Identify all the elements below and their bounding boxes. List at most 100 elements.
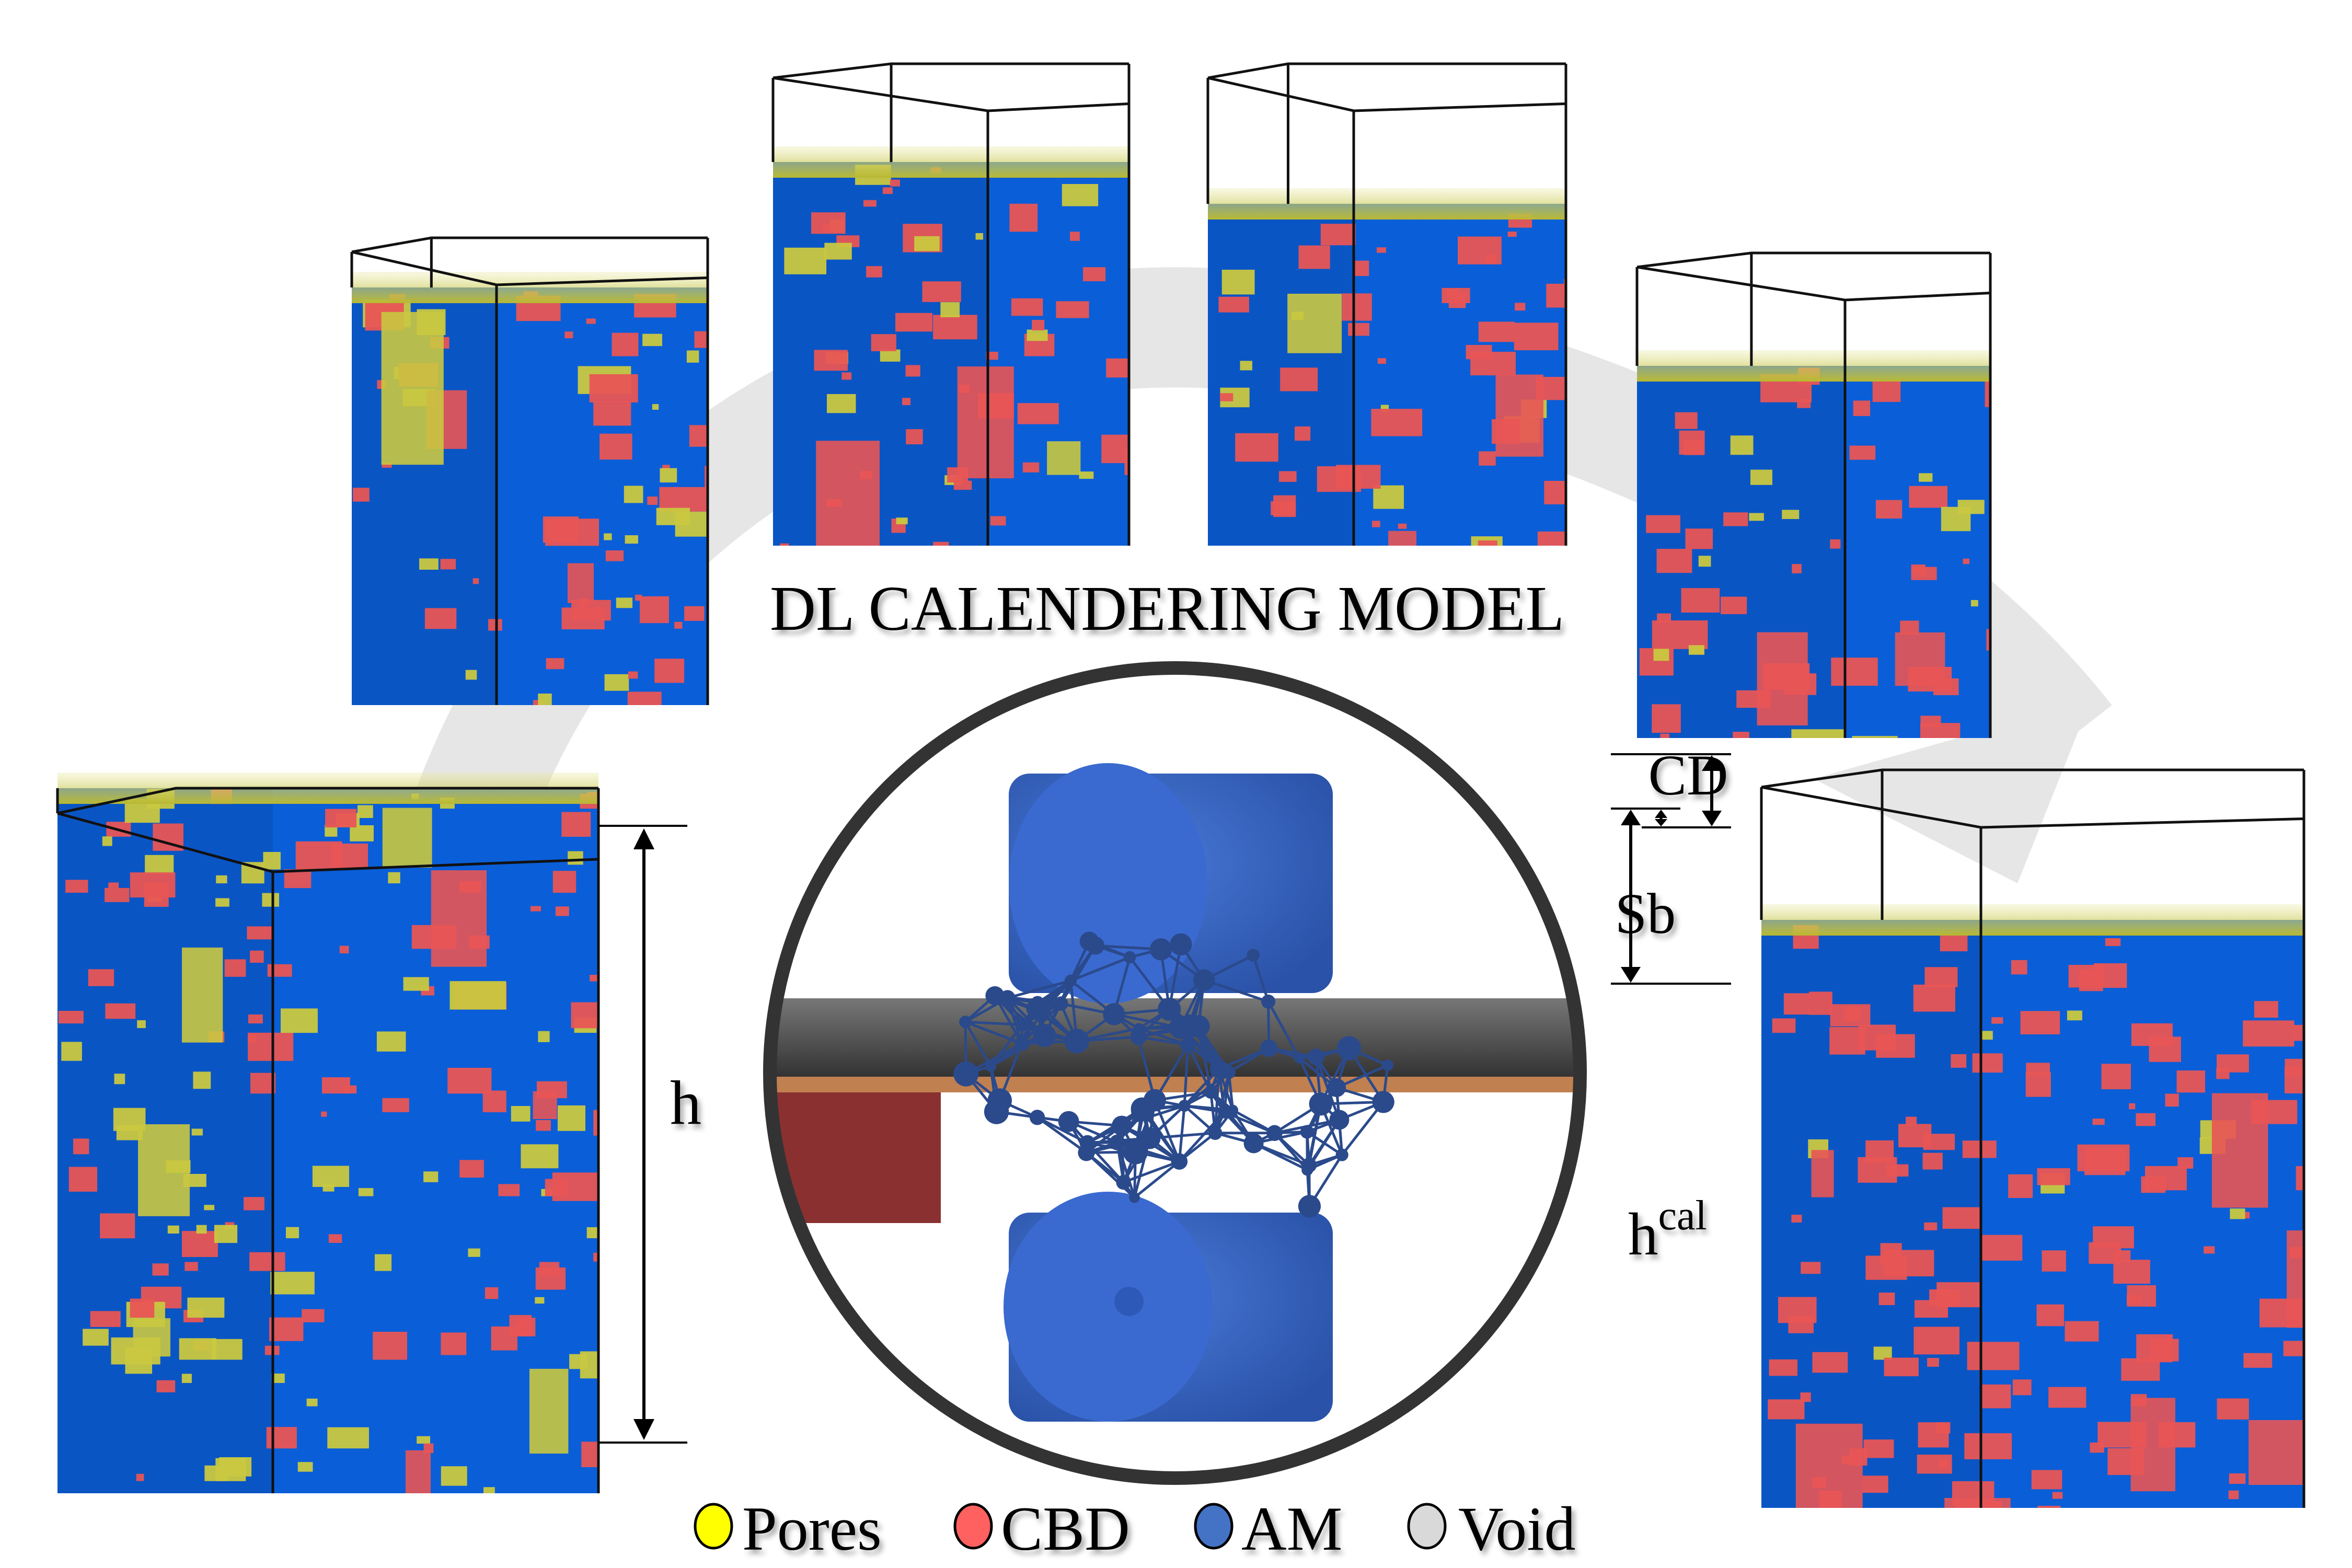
graph-node xyxy=(1301,1157,1317,1173)
cbd-swatch xyxy=(953,1503,993,1550)
graph-node xyxy=(1033,1024,1056,1047)
graph-edge xyxy=(1116,1142,1136,1198)
inset-border xyxy=(763,661,1587,1485)
graph-node xyxy=(999,990,1016,1006)
graph-node xyxy=(1129,1192,1140,1203)
graph-node xyxy=(1336,1036,1362,1060)
legend-item-pores: Pores xyxy=(694,1494,882,1563)
graph-node xyxy=(1372,1091,1394,1113)
graph-node xyxy=(1208,1126,1223,1140)
graph-node xyxy=(1243,1133,1264,1154)
graph-node xyxy=(1158,997,1181,1021)
legend-label: AM xyxy=(1241,1494,1342,1563)
graph-edge xyxy=(1203,978,1269,1003)
graph-edge xyxy=(1070,956,1131,982)
graph-node xyxy=(1053,996,1068,1011)
graph-node xyxy=(1109,1134,1125,1150)
graph-node xyxy=(1130,1029,1147,1045)
structure-box-2 xyxy=(771,62,1131,546)
model-title: DL CALENDERING MODEL xyxy=(770,573,1564,644)
graph-node xyxy=(985,1060,997,1072)
pristine-electrode-box xyxy=(56,773,600,1493)
height-dimension: h xyxy=(598,825,701,1444)
legend: Pores CBD AM Void xyxy=(694,1494,1576,1563)
graph-node xyxy=(1300,1125,1314,1139)
graph-edge xyxy=(1178,1105,1186,1162)
graph-edge xyxy=(1341,1101,1385,1156)
legend-label: CBD xyxy=(1001,1494,1130,1563)
graph-edge xyxy=(1252,954,1270,1002)
graph-node xyxy=(987,1088,1012,1113)
calendering-inset xyxy=(763,661,1587,1485)
graph-node xyxy=(1123,1139,1148,1165)
bottom-roller xyxy=(1004,1192,1333,1422)
graph-node xyxy=(1116,1174,1131,1190)
graph-edge xyxy=(1214,1072,1230,1134)
legend-item-am: AM xyxy=(1194,1494,1342,1563)
graph-edge xyxy=(1036,1116,1088,1144)
graph-edge xyxy=(964,1021,992,1067)
graph-edge xyxy=(1123,1160,1180,1184)
top-roller xyxy=(1009,763,1333,1004)
calendered-dimensions: CD Sb hcal xyxy=(1611,743,1731,1267)
graph-edge xyxy=(1059,944,1097,1005)
graph-edge xyxy=(1007,979,1071,999)
graph-edge xyxy=(1214,1068,1220,1133)
graph-edge xyxy=(1138,1027,1189,1046)
graph-edge xyxy=(1036,1116,1087,1154)
graph-node xyxy=(1133,1023,1145,1034)
graph-node xyxy=(1308,1048,1325,1066)
graph-node xyxy=(1131,1099,1153,1122)
graph-node xyxy=(1260,1039,1278,1057)
graph-edge xyxy=(1267,1001,1301,1059)
graph-node xyxy=(1170,933,1192,956)
calendered-electrode-box xyxy=(1760,768,2305,1508)
graph-edge xyxy=(989,1023,1023,1067)
graph-node xyxy=(1382,1059,1393,1071)
graph-node xyxy=(1266,1125,1283,1141)
graph-node xyxy=(1204,1085,1218,1099)
structure-box-4 xyxy=(1635,251,1992,738)
graph-node xyxy=(1298,1195,1321,1218)
graph-node xyxy=(1079,1135,1096,1151)
legend-item-void: Void xyxy=(1407,1494,1576,1563)
graph-node xyxy=(1178,1100,1191,1112)
sb-label: Sb xyxy=(1615,882,1676,946)
graph-node xyxy=(1222,1065,1236,1079)
graph-node xyxy=(1026,1000,1044,1018)
graph-node xyxy=(1029,1110,1045,1125)
graph-node xyxy=(1294,1052,1305,1064)
graph-edge xyxy=(1224,1111,1275,1135)
graph-node xyxy=(1218,1105,1231,1119)
graph-node xyxy=(1123,951,1136,964)
graph-node xyxy=(1193,969,1215,991)
graph-node xyxy=(1058,1111,1079,1132)
hcal-label: hcal xyxy=(1628,1193,1707,1267)
graph-edge xyxy=(1133,1160,1180,1199)
structure-box-3 xyxy=(1206,62,1567,546)
graph-node xyxy=(959,1016,972,1029)
graph-edge xyxy=(1113,1012,1181,1029)
legend-label: Void xyxy=(1458,1494,1576,1563)
h-label: h xyxy=(670,1068,701,1137)
graph-node xyxy=(1327,1078,1346,1098)
graph-node xyxy=(1064,974,1077,987)
graph-node xyxy=(1169,1016,1192,1039)
graph-edge xyxy=(1085,1151,1136,1199)
graph-node xyxy=(1079,931,1099,951)
legend-label: Pores xyxy=(742,1494,882,1563)
electrode-block xyxy=(774,1092,941,1223)
graph-edge xyxy=(965,1020,1022,1026)
graph-edge xyxy=(1186,1044,1212,1093)
graph-node xyxy=(1171,1153,1188,1170)
graph-node xyxy=(1015,1018,1029,1032)
graph-node xyxy=(1103,1003,1125,1025)
graph-edge xyxy=(1006,997,1023,1044)
structure-box-1 xyxy=(350,236,709,705)
graph-node xyxy=(953,1061,979,1087)
graph-node xyxy=(1247,949,1260,962)
cd-label: CD xyxy=(1648,743,1728,807)
graph-node xyxy=(1180,1037,1196,1053)
